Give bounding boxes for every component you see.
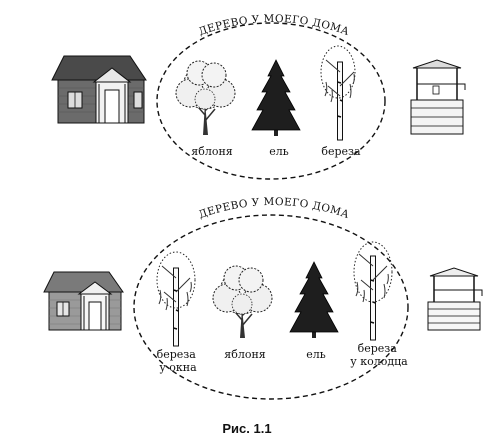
spruce-tree-icon xyxy=(251,59,301,136)
birch-tree-icon xyxy=(320,45,356,141)
birch-tree-icon xyxy=(353,241,393,341)
top-label-apple: яблоня xyxy=(191,145,233,158)
apple-tree-icon xyxy=(175,60,236,135)
apple-tree-icon xyxy=(212,265,273,338)
bottom-label-apple: яблоня xyxy=(224,348,266,361)
top-label-spruce: ель xyxy=(269,145,289,158)
birch-tree-icon xyxy=(156,251,196,347)
figure-caption: Рис. 1.1 xyxy=(222,421,272,436)
bottom-label-birch-window: береза у окна xyxy=(157,348,200,374)
bottom-figure: ДЕРЕВО У МОЕГО ДОМА xyxy=(43,196,483,400)
bottom-oval-boundary xyxy=(133,214,409,400)
top-figure: ДЕРЕВО У МОЕГО ДОМА xyxy=(51,13,466,180)
top-figure-title: ДЕРЕВО У МОЕГО ДОМА xyxy=(197,13,351,38)
top-oval-boundary xyxy=(156,22,386,180)
spruce-tree-icon xyxy=(289,261,339,338)
bottom-label-birch-well: береза у колодца xyxy=(350,342,408,368)
bottom-figure-title: ДЕРЕВО У МОЕГО ДОМА xyxy=(197,196,351,221)
house-icon xyxy=(51,55,147,124)
well-icon xyxy=(410,59,466,135)
bottom-label-spruce: ель xyxy=(306,348,326,361)
top-label-birch: береза xyxy=(321,145,361,158)
house-icon xyxy=(43,271,124,331)
well-icon xyxy=(427,267,483,331)
